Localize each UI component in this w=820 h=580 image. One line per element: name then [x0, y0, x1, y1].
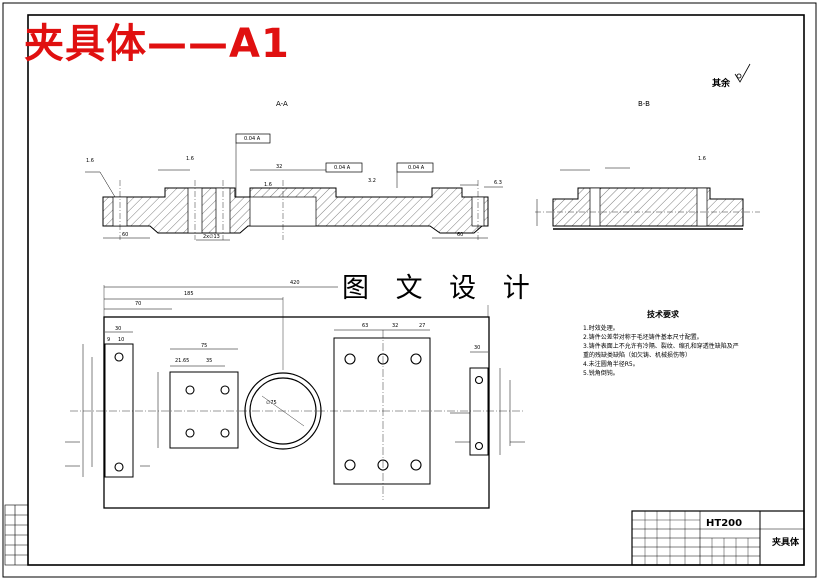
dim-30-right: 30 — [474, 345, 481, 351]
drawing-title: 夹具体——A1 — [24, 21, 290, 67]
tech-line: 4.未注圆角半径R5。 — [583, 361, 639, 368]
dim-aa-left: 60 — [122, 232, 129, 238]
title-block — [631, 510, 805, 566]
watermark-text: 图 文 设 计 — [338, 273, 543, 305]
tech-heading: 技术要求 — [647, 310, 679, 319]
inner-frame — [27, 14, 805, 566]
roughness-label-6: 1.6 — [698, 156, 706, 162]
roughness-label-1: 1.6 — [86, 158, 94, 164]
dim-9: 9 — [107, 337, 111, 343]
part-name-label: 夹具体 — [772, 538, 800, 548]
dim-185: 185 — [184, 291, 194, 297]
dim-ring: ∅75 — [266, 400, 277, 406]
section-a-view — [85, 133, 503, 241]
dim-aa-mid: 32 — [276, 164, 283, 170]
dim-70: 70 — [135, 301, 142, 307]
left-margin-table — [4, 504, 29, 566]
roughness-label-3: 1.6 — [264, 182, 272, 188]
dim-63-a: 63 — [362, 323, 369, 329]
dim-35: 35 — [206, 358, 213, 364]
tol-frame-1: 0.04 A — [244, 136, 261, 142]
dim-10: 10 — [118, 337, 125, 343]
roughness-label-2: 1.6 — [186, 156, 194, 162]
tech-line: 2.铸件公差带对称于毛坯铸件基本尺寸配置。 — [583, 334, 703, 341]
dim-aa-bottom: 2x∅13 — [203, 234, 220, 240]
dim-420: 420 — [290, 280, 300, 286]
roughness-label-5: 6.3 — [494, 180, 502, 186]
dim-27: 27 — [419, 323, 426, 329]
dim-30-left: 30 — [115, 326, 122, 332]
section-b-view — [535, 167, 760, 230]
roughness-label-4: 3.2 — [368, 178, 376, 184]
tech-line: 5.锐角倒钝。 — [583, 370, 619, 377]
tech-line: 1.时效处理。 — [583, 325, 619, 332]
section-b-label: B-B — [638, 100, 650, 108]
tol-frame-3: 0.04 A — [408, 165, 425, 171]
tech-line: 3.铸件表面上不允许有冷隔、裂纹、缩孔和穿透性缺陷及严重的残缺类缺陷（如欠铸、机… — [583, 343, 739, 359]
roughness-symbol — [734, 63, 751, 83]
dim-2165: 21.65 — [175, 358, 190, 364]
roughness-note: 其余 — [712, 79, 731, 89]
dim-aa-right: 60 — [457, 232, 464, 238]
plan-view — [65, 285, 525, 509]
technical-requirements: 技术要求 1.时效处理。 2.铸件公差带对称于毛坯铸件基本尺寸配置。 3.铸件表… — [583, 309, 743, 378]
tol-frame-2: 0.04 A — [334, 165, 351, 171]
dim-75: 75 — [201, 343, 208, 349]
material-label: HT200 — [706, 518, 743, 529]
dim-32: 32 — [392, 323, 399, 329]
section-a-label: A-A — [276, 100, 288, 108]
